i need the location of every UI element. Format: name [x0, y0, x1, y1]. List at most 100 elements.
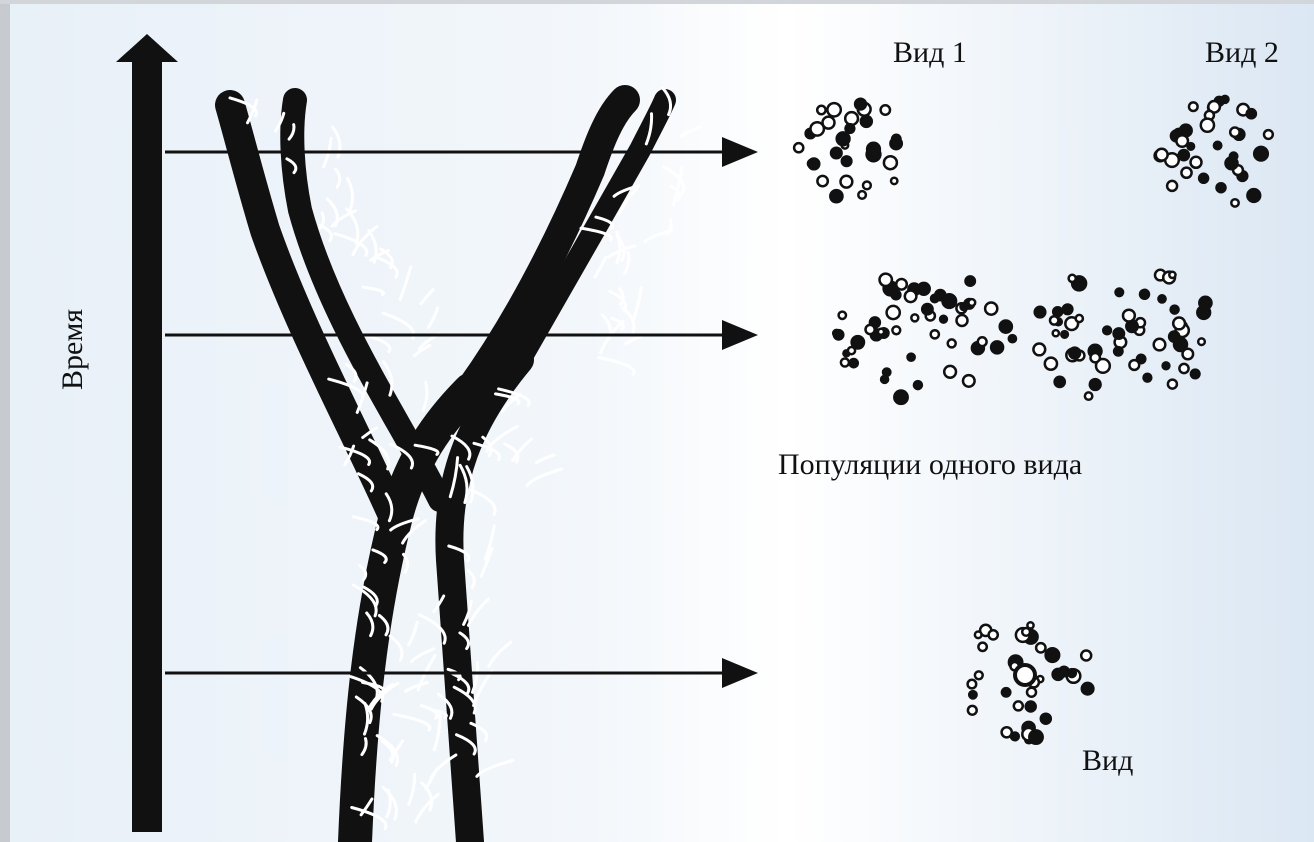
- population-dot: [968, 680, 977, 689]
- population-dot: [1226, 157, 1238, 169]
- lineage-strand: [426, 769, 437, 789]
- population-dot: [852, 336, 864, 348]
- population-dot: [931, 330, 939, 338]
- lineage-strand: [378, 258, 397, 277]
- population-dot: [845, 112, 858, 125]
- population-dot: [1082, 683, 1094, 695]
- population-dot: [881, 105, 890, 114]
- lineage-strand: [336, 169, 340, 187]
- population-dot: [1046, 648, 1060, 662]
- lineage-strand: [387, 790, 390, 817]
- lineage-strand: [489, 642, 511, 666]
- population-dot: [839, 312, 846, 319]
- population-dot: [1103, 327, 1111, 335]
- population-dot: [1254, 147, 1268, 161]
- population-cluster-species-2: [1155, 96, 1273, 207]
- population-dot: [1000, 321, 1012, 333]
- population-dot: [1002, 688, 1010, 696]
- population-dot: [1029, 730, 1042, 743]
- population-dot: [1247, 189, 1260, 202]
- population-dot: [894, 391, 907, 404]
- population-dot: [1201, 119, 1214, 132]
- population-dot: [863, 182, 871, 190]
- lineage-strand: [347, 178, 352, 210]
- lineage-strand: [633, 288, 641, 322]
- population-dot: [831, 148, 842, 159]
- lineage-strand: [601, 321, 623, 353]
- population-dot: [1035, 307, 1046, 318]
- population-dot: [841, 359, 849, 367]
- lineage-strand: [353, 517, 378, 530]
- population-dot: [1222, 96, 1229, 103]
- population-dot: [850, 359, 858, 367]
- population-dot: [922, 304, 932, 314]
- lineage-strand: [536, 455, 553, 463]
- lineage-strand: [327, 199, 337, 226]
- population-dot: [975, 671, 983, 679]
- population-dot: [918, 283, 930, 295]
- population-dot: [861, 116, 872, 127]
- population-dot: [892, 326, 900, 334]
- population-dot: [991, 341, 1003, 353]
- population-dot: [978, 337, 987, 346]
- population-dot: [1144, 374, 1152, 382]
- lineage-strand: [595, 258, 606, 278]
- population-dot: [1163, 362, 1170, 369]
- population-dot: [1053, 307, 1062, 316]
- population-dot: [1022, 628, 1030, 636]
- population-dot: [1063, 305, 1073, 315]
- lineage-strand: [412, 649, 434, 662]
- population-dot: [905, 291, 917, 303]
- population-dot: [1129, 360, 1139, 370]
- population-dot: [880, 274, 892, 286]
- lineage-strand: [409, 774, 415, 804]
- populations-label: Популяции одного вида: [778, 450, 1082, 480]
- population-dot: [1179, 150, 1189, 160]
- lineage-strand: [609, 246, 635, 257]
- population-dot: [1214, 142, 1221, 149]
- population-dot: [1199, 174, 1208, 183]
- species-2-label: Вид 2: [1205, 38, 1279, 68]
- lineage-strand: [409, 622, 418, 645]
- population-dot: [1050, 316, 1058, 324]
- population-dot: [891, 178, 897, 184]
- population-dot: [1055, 377, 1065, 387]
- lineage-strand: [421, 706, 437, 719]
- population-dot: [1154, 339, 1166, 351]
- population-dot: [1158, 295, 1165, 302]
- population-cluster-right: [1033, 270, 1211, 400]
- population-dot: [896, 279, 907, 290]
- lineage-strand: [477, 761, 513, 777]
- population-dot: [842, 156, 852, 166]
- time-axis-arrow: [116, 34, 178, 832]
- population-dot: [1116, 289, 1124, 297]
- population-dot: [1091, 353, 1100, 362]
- lineage-strand: [599, 358, 634, 375]
- population-dot: [914, 381, 922, 389]
- population-dot: [892, 291, 901, 300]
- lineage-strand: [527, 469, 562, 486]
- lineage-strand: [421, 289, 433, 304]
- population-dot: [931, 295, 938, 302]
- population-dot: [968, 299, 975, 306]
- population-dot: [1076, 315, 1083, 322]
- lineage-strand: [416, 794, 439, 822]
- population-dot: [1231, 199, 1238, 206]
- lineage-strand: [390, 636, 402, 660]
- species-label: Вид: [1082, 746, 1133, 776]
- population-dot: [948, 339, 956, 347]
- population-dot: [1090, 379, 1101, 390]
- time-axis-label: Время: [58, 309, 88, 390]
- population-dot: [989, 630, 998, 639]
- population-dot: [1168, 380, 1177, 389]
- lineage-strand: [320, 213, 324, 228]
- population-dot: [887, 306, 900, 319]
- population-dot: [837, 132, 850, 145]
- population-dot: [1027, 688, 1036, 697]
- lineage-strand: [626, 336, 642, 344]
- population-dot: [841, 176, 853, 188]
- population-dot: [1041, 714, 1051, 724]
- population-dot: [1247, 109, 1256, 118]
- lineage-strand: [473, 662, 478, 692]
